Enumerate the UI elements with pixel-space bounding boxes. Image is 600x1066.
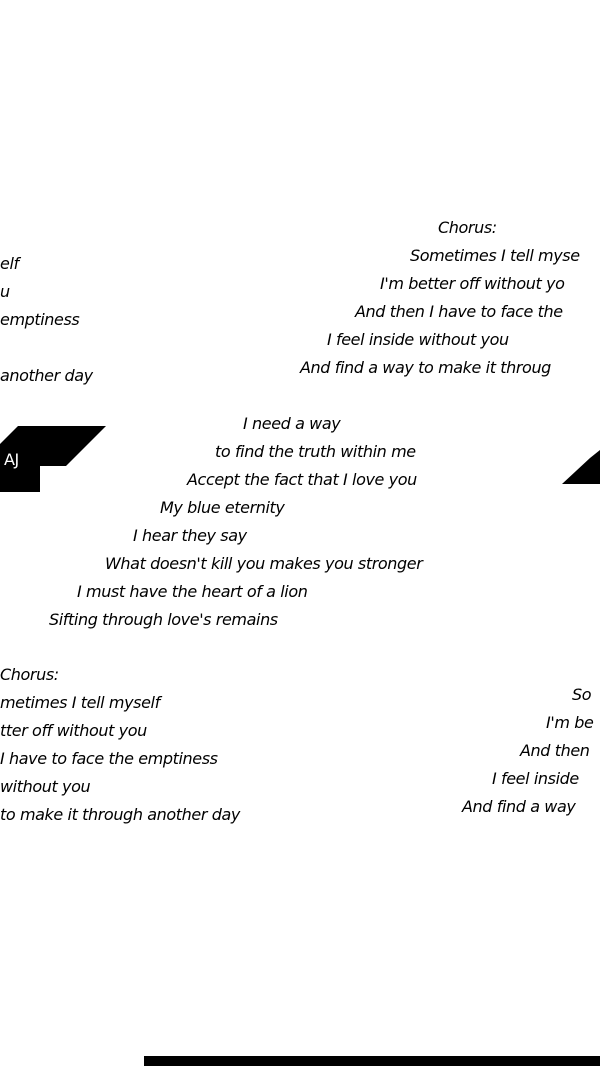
lyric-line: metimes I tell myself [0, 693, 160, 712]
verse-line: What doesn't kill you makes you stronger [105, 554, 423, 573]
lyric-fragment: I'm be [546, 713, 594, 732]
lyric-line: And then I have to face the [355, 302, 563, 321]
lyric-line: Sometimes I tell myse [410, 246, 580, 265]
verse-line: to find the truth within me [215, 442, 416, 461]
verse-line: I must have the heart of a lion [77, 582, 308, 601]
verse-line: I need a way [243, 414, 341, 433]
verse-line: Accept the fact that I love you [187, 470, 417, 489]
lyric-line: I'm better off without yo [380, 274, 565, 293]
lyric-line: to make it through another day [0, 805, 240, 824]
lyric-fragment: So [572, 685, 592, 704]
verse-line: Sifting through love's remains [49, 610, 278, 629]
chorus-heading-left: Chorus: [0, 665, 59, 684]
lyric-line: without you [0, 777, 91, 796]
chorus-heading-right: Chorus: [438, 218, 497, 237]
lyric-line: I feel inside without you [327, 330, 509, 349]
badge-shape [0, 426, 106, 492]
badge-label: AJ [4, 450, 19, 469]
lyric-fragment: I feel inside [492, 769, 579, 788]
lyric-fragment: another day [0, 366, 93, 385]
edge-shape [562, 450, 600, 484]
lyric-fragment: And then [520, 741, 590, 760]
lyric-fragment: elf [0, 254, 19, 273]
bottom-bar [144, 1056, 600, 1066]
lyric-fragment: And find a way [462, 797, 576, 816]
verse-line: I hear they say [133, 526, 247, 545]
lyric-fragment: u [0, 282, 10, 301]
verse-line: My blue eternity [160, 498, 285, 517]
lyric-fragment: emptiness [0, 310, 80, 329]
lyric-line: And find a way to make it throug [300, 358, 551, 377]
lyric-line: tter off without you [0, 721, 147, 740]
lyric-line: I have to face the emptiness [0, 749, 218, 768]
